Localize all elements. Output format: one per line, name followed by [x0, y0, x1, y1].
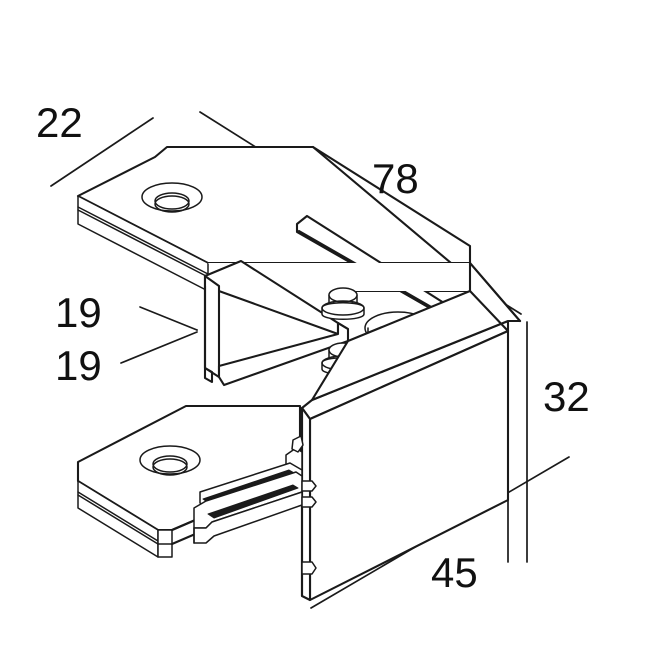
- dimension-label-19-lower: 19: [55, 342, 102, 389]
- inner-corner-fin-left: [203, 274, 221, 379]
- rail-hook-tab: [291, 435, 304, 453]
- track-rail-profile: [193, 435, 317, 575]
- rail-latch-lower: [301, 496, 317, 508]
- rail-latch-bottom: [301, 561, 317, 575]
- dimension-label-45: 45: [431, 549, 478, 596]
- right-body-upper-ridge-2: [468, 289, 510, 333]
- dimension-line-22: [50, 117, 154, 187]
- boss-upper: [321, 287, 365, 320]
- inner-corner-fin-apex: [336, 321, 350, 331]
- top-plate-countersink-hole: [141, 182, 203, 213]
- right-body-block: [300, 261, 522, 602]
- dimension-labels-group: 22 78 19 19 32 45: [36, 99, 590, 596]
- dimension-label-32: 32: [543, 373, 590, 420]
- dimension-label-19-upper: 19: [55, 289, 102, 336]
- dimension-label-22: 22: [36, 99, 83, 146]
- dimension-label-78: 78: [372, 155, 419, 202]
- rail-conductor-slot-lower: [207, 484, 299, 519]
- top-mounting-plate: [76, 145, 472, 293]
- inner-corner-fin-notch: [203, 366, 214, 384]
- rail-latch-upper: [301, 480, 317, 492]
- dimension-leader-19-lower: [120, 331, 198, 364]
- part-geometry-group: [76, 145, 522, 602]
- right-body-upper-ridge: [468, 261, 522, 323]
- bottom-plate-countersink-hole: [139, 445, 201, 476]
- dimension-leader-19-upper: [139, 306, 198, 331]
